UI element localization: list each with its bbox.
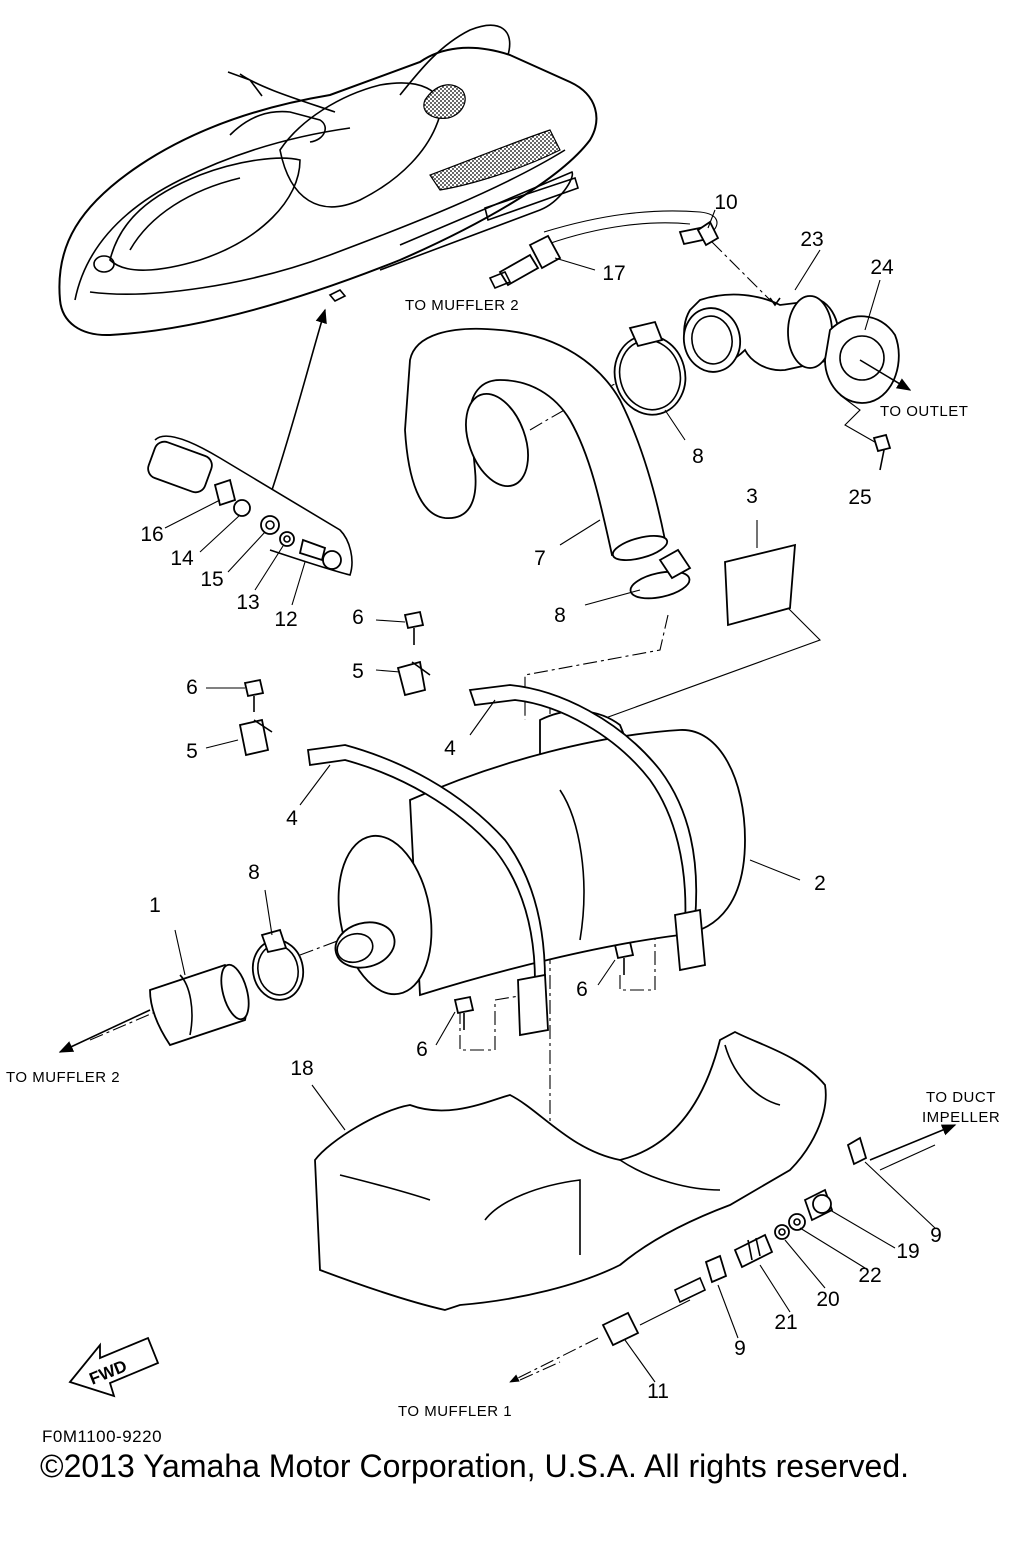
part-label-17: 17 xyxy=(602,262,625,285)
part-label-19: 19 xyxy=(896,1240,919,1263)
part-label-6-low: 6 xyxy=(416,1038,428,1061)
to-duct-arrow xyxy=(869,1124,957,1161)
part-label-24: 24 xyxy=(870,256,894,279)
to-muffler-2-top-label: TO MUFFLER 2 xyxy=(405,297,519,314)
part-label-2: 2 xyxy=(814,872,826,895)
part-6-bolt-mid xyxy=(613,940,635,975)
part-10-clip xyxy=(696,220,720,247)
part-24-gasket xyxy=(824,315,912,404)
to-duct-label: TO DUCT xyxy=(926,1089,996,1106)
part-label-5-left: 5 xyxy=(186,740,198,763)
part-4-strap-lower xyxy=(306,744,549,1037)
part-label-9-upper: 9 xyxy=(930,1224,942,1247)
part-label-16: 16 xyxy=(140,523,163,546)
part-8-clamp-upper xyxy=(613,320,687,416)
part-label-8-middle: 8 xyxy=(554,604,566,627)
part-label-4-upper: 4 xyxy=(444,737,456,760)
part-8-clamp-lower xyxy=(251,928,305,1001)
part-23-elbow xyxy=(682,293,840,373)
part-3-pad xyxy=(724,543,796,627)
part-label-8-upper: 8 xyxy=(692,445,704,468)
copyright-notice: ©2013 Yamaha Motor Corporation, U.S.A. A… xyxy=(40,1448,909,1484)
part-19-nipple xyxy=(803,1188,834,1222)
part-label-25: 25 xyxy=(848,486,871,509)
part-label-14: 14 xyxy=(170,547,194,570)
part-label-6-upper: 6 xyxy=(352,606,364,629)
part-label-9-lower: 9 xyxy=(734,1337,746,1360)
part-label-5-upper: 5 xyxy=(352,660,364,683)
to-muffler-2-left-label: TO MUFFLER 2 xyxy=(6,1069,120,1086)
part-9-clip-lower xyxy=(704,1254,728,1284)
part-label-21: 21 xyxy=(774,1311,797,1334)
part-label-7: 7 xyxy=(534,547,546,570)
part-label-6-left: 6 xyxy=(186,676,198,699)
part-label-6-mid: 6 xyxy=(576,978,588,1001)
part-label-3: 3 xyxy=(746,485,758,508)
part-number-labels: 1 2 3 4 4 5 5 6 6 6 6 7 8 8 8 9 9 10 11 … xyxy=(140,191,942,1403)
part-4-strap-upper xyxy=(468,684,706,972)
part-label-22: 22 xyxy=(858,1264,881,1287)
part-label-20: 20 xyxy=(816,1288,839,1311)
part-label-18: 18 xyxy=(290,1057,313,1080)
part-label-10: 10 xyxy=(714,191,737,214)
part-21-fitting xyxy=(733,1233,774,1269)
to-outlet-label: TO OUTLET xyxy=(880,403,968,420)
part-6-bolt-upper xyxy=(403,610,425,645)
leader-lines xyxy=(89,210,936,1381)
hose-fitting-panel xyxy=(147,435,353,576)
part-9-clip-upper xyxy=(846,1136,868,1166)
part-11-fitting xyxy=(509,1276,707,1383)
part-25-bolt xyxy=(872,433,892,471)
part-label-1: 1 xyxy=(149,894,161,917)
part-1-pipe xyxy=(58,963,250,1053)
part-22-washer xyxy=(788,1213,806,1231)
part-5-bracket-left xyxy=(238,718,273,757)
part-label-23: 23 xyxy=(800,228,823,251)
part-5-bracket-upper xyxy=(396,660,431,697)
label-leaders xyxy=(164,209,936,1383)
destination-labels: TO MUFFLER 2 TO OUTLET TO MUFFLER 2 TO D… xyxy=(6,297,1000,1420)
part-18-hull-liner xyxy=(314,1030,827,1311)
part-17-hose-fitting xyxy=(488,234,562,290)
part-label-13: 13 xyxy=(236,591,259,614)
part-label-11: 11 xyxy=(647,1380,669,1403)
part-8-clamp-middle xyxy=(629,548,692,600)
watercraft-illustration xyxy=(58,24,598,337)
part-20-washer xyxy=(774,1224,790,1240)
to-muffler-1-label: TO MUFFLER 1 xyxy=(398,1403,512,1420)
part-7-exhaust-pipe xyxy=(404,327,669,561)
part-label-8-lower: 8 xyxy=(248,861,260,884)
part-label-15: 15 xyxy=(200,568,223,591)
part-6-bolt-left xyxy=(243,678,265,712)
part-6-bolt-low xyxy=(453,995,475,1030)
impeller-label: IMPELLER xyxy=(922,1109,1000,1126)
part-label-12: 12 xyxy=(274,608,297,631)
diagram-code: F0M1100-9220 xyxy=(42,1427,162,1446)
part-label-4-lower: 4 xyxy=(286,807,298,830)
fwd-direction-arrow xyxy=(68,1336,160,1398)
